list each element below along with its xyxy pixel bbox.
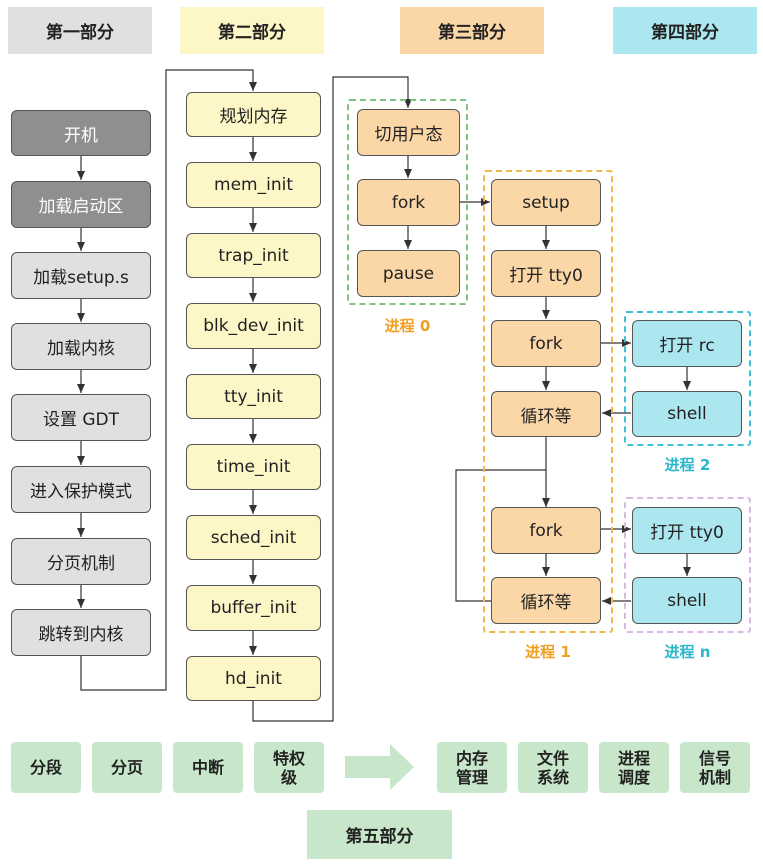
processn-open-tty0: 打开 tty0: [632, 507, 742, 554]
step-trap-init: trap_init: [186, 233, 321, 278]
step-paging: 分页机制: [11, 538, 151, 585]
step-time-init: time_init: [186, 444, 321, 490]
step-tty-init: tty_init: [186, 374, 321, 419]
process1-fork: fork: [491, 320, 601, 367]
header-part3: 第三部分: [400, 7, 544, 54]
header-part1: 第一部分: [8, 7, 152, 54]
step-load-boot-sector: 加载启动区: [11, 181, 151, 228]
topic-privilege-level: 特权 级: [254, 742, 324, 793]
process0-group: [347, 99, 468, 305]
process0-label: 进程 0: [384, 317, 431, 335]
header-part5: 第五部分: [307, 810, 452, 859]
process2-label: 进程 2: [664, 456, 711, 474]
step-hd-init: hd_init: [186, 656, 321, 701]
process0-user-mode: 切用户态: [357, 109, 460, 156]
process1-group: [483, 170, 613, 633]
process1-label: 进程 1: [525, 643, 571, 661]
topic-signal-mechanism: 信号 机制: [680, 742, 750, 793]
process1-fork-2: fork: [491, 507, 601, 554]
step-plan-memory: 规划内存: [186, 92, 321, 137]
process2-group: [624, 311, 751, 446]
process2-open-rc: 打开 rc: [632, 320, 742, 367]
processn-label: 进程 n: [664, 643, 711, 661]
topic-file-system: 文件 系统: [518, 742, 588, 793]
process0-pause: pause: [357, 250, 460, 297]
step-load-kernel: 加载内核: [11, 323, 151, 370]
process0-fork: fork: [357, 179, 460, 226]
step-protected-mode: 进入保护模式: [11, 466, 151, 513]
header-part2: 第二部分: [180, 7, 324, 54]
topic-segmentation: 分段: [11, 742, 81, 793]
topic-interrupt: 中断: [173, 742, 243, 793]
step-load-setup: 加载setup.s: [11, 252, 151, 299]
topic-paging: 分页: [92, 742, 162, 793]
step-blk-dev-init: blk_dev_init: [186, 303, 321, 349]
process1-loop-wait: 循环等: [491, 391, 601, 437]
topic-process-scheduling: 进程 调度: [599, 742, 669, 793]
process1-loop-wait-2: 循环等: [491, 577, 601, 624]
processn-group: [624, 497, 751, 633]
step-sched-init: sched_init: [186, 515, 321, 560]
process2-shell: shell: [632, 391, 742, 437]
processn-shell: shell: [632, 577, 742, 624]
process1-open-tty0: 打开 tty0: [491, 250, 601, 297]
step-mem-init: mem_init: [186, 162, 321, 208]
step-buffer-init: buffer_init: [186, 585, 321, 631]
topic-memory-management: 内存 管理: [437, 742, 507, 793]
process1-setup: setup: [491, 179, 601, 226]
step-power-on: 开机: [11, 110, 151, 156]
header-part4: 第四部分: [613, 7, 757, 54]
step-set-gdt: 设置 GDT: [11, 394, 151, 441]
step-jump-kernel: 跳转到内核: [11, 609, 151, 656]
